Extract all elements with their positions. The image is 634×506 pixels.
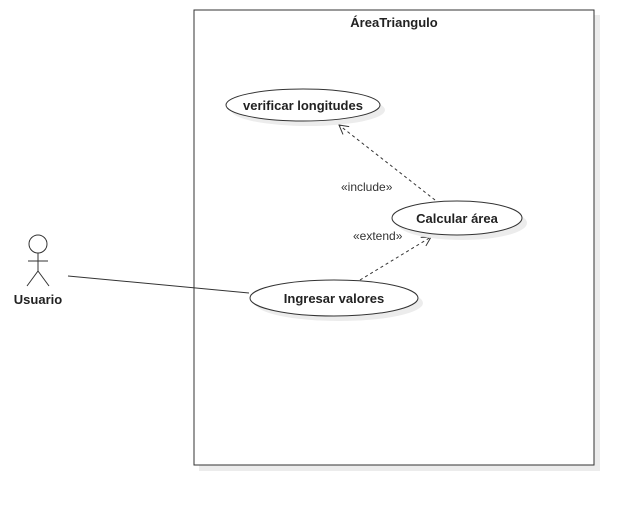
use-case-label: Calcular área: [416, 211, 498, 226]
actor-right-leg: [37, 270, 50, 287]
actor-head: [28, 234, 48, 254]
extend-label: «extend»: [353, 229, 403, 243]
actor-label: Usuario: [14, 292, 62, 307]
actor-left-leg: [26, 270, 39, 287]
include-arrow[interactable]: [338, 124, 436, 201]
include-label: «include»: [341, 180, 393, 194]
actor-usuario[interactable]: [26, 234, 50, 287]
extend-arrow[interactable]: [359, 236, 432, 281]
use-case-ellipse: [391, 200, 523, 236]
use-case-ingresar-valores[interactable]: Ingresar valores: [249, 279, 423, 321]
use-case-ellipse: [225, 88, 381, 122]
use-case-label: Ingresar valores: [284, 291, 384, 306]
use-case-calcular-area[interactable]: Calcular área: [391, 200, 527, 240]
use-case-label: verificar longitudes: [243, 98, 363, 113]
system-boundary[interactable]: [193, 9, 595, 466]
use-case-ellipse: [249, 279, 419, 317]
system-title: ÁreaTriangulo: [350, 15, 437, 30]
association-line[interactable]: [67, 275, 250, 294]
use-case-verificar-longitudes[interactable]: verificar longitudes: [225, 88, 385, 126]
